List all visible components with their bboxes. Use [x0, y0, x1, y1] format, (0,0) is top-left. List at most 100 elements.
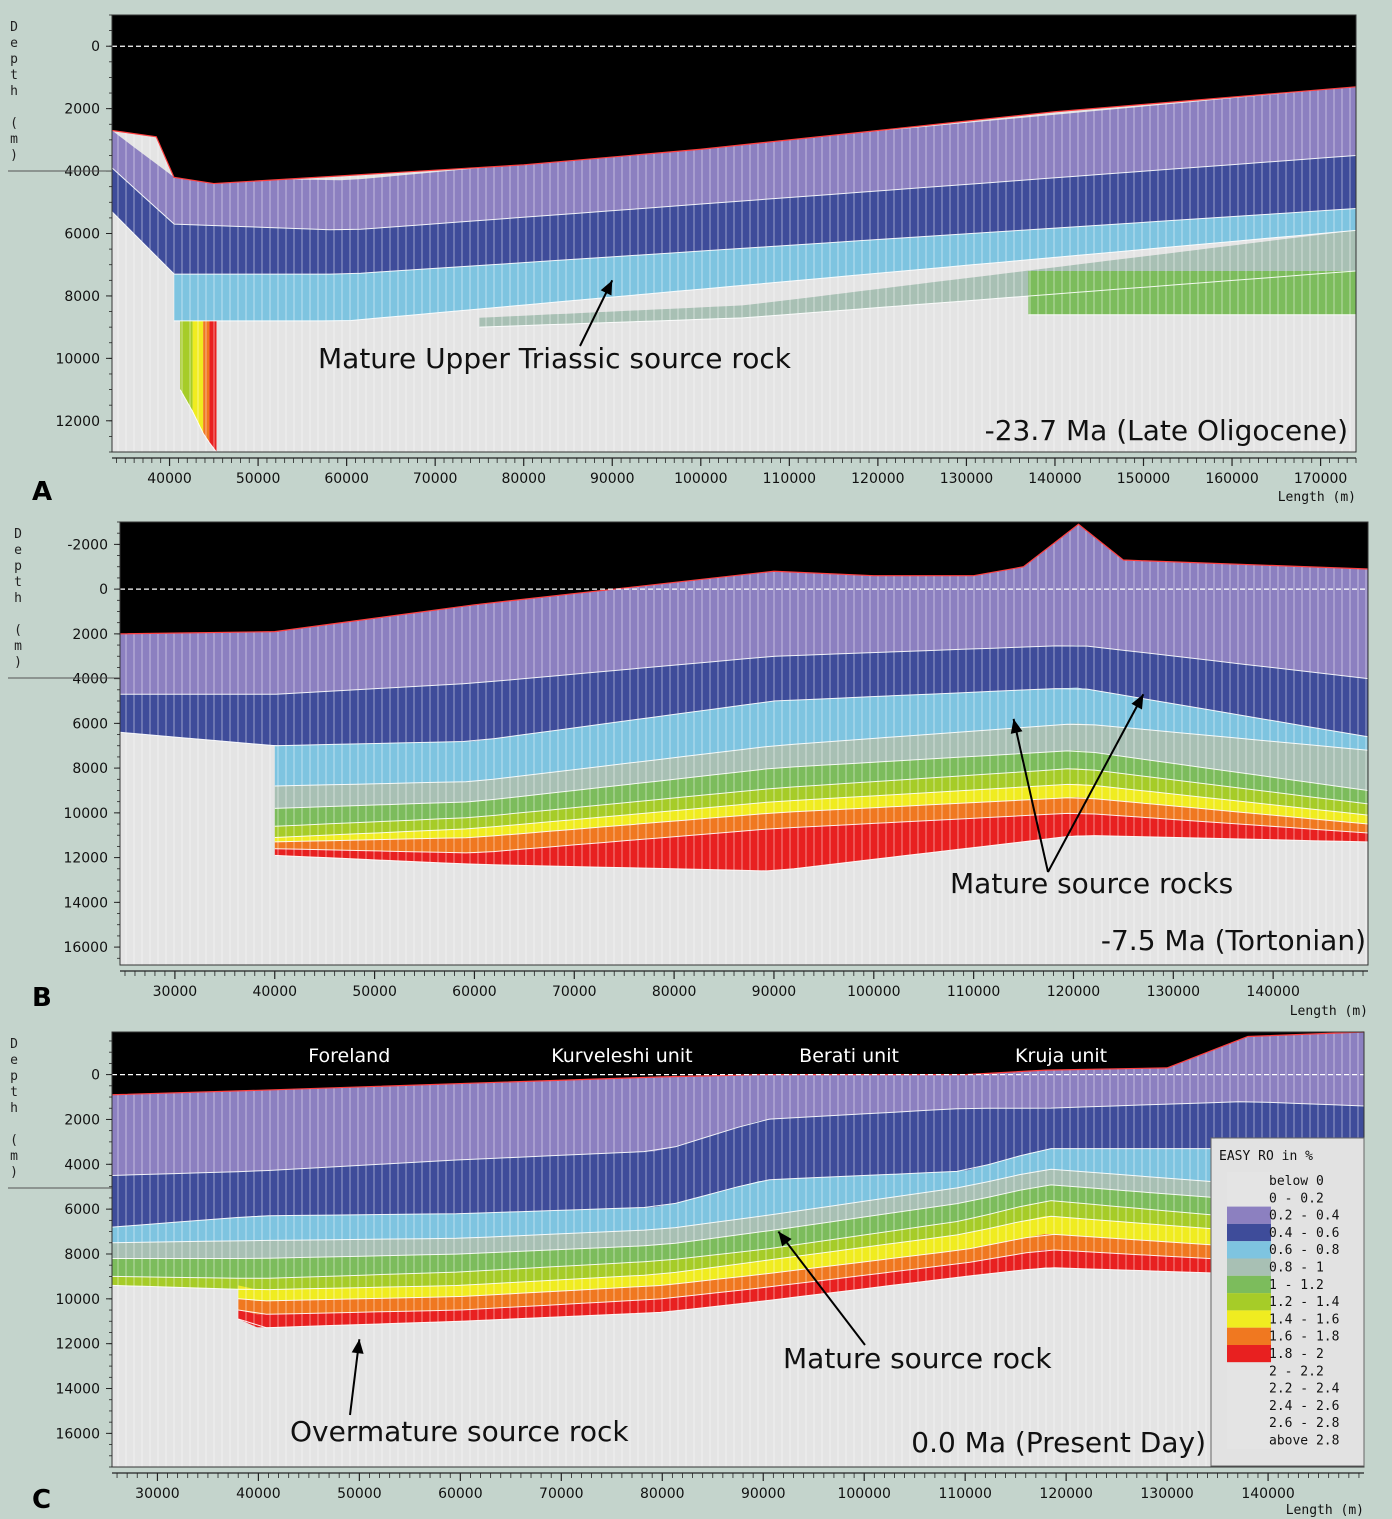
- panel-a-surface-line: [111, 86, 1357, 185]
- x-tick-label: 50000: [236, 471, 281, 487]
- panel-c-layer-14-16: [238, 1216, 1365, 1301]
- panel-b-surface-line: [119, 523, 1369, 635]
- y-axis-label-char: ): [10, 1165, 18, 1180]
- x-tick-label: 90000: [741, 1486, 786, 1502]
- y-tick-label: 0: [91, 1068, 100, 1084]
- y-axis-label-char: ): [14, 655, 22, 670]
- x-tick-label: 70000: [539, 1486, 584, 1502]
- x-tick-label: 110000: [763, 471, 816, 487]
- legend-swatch: [1227, 1275, 1271, 1294]
- x-tick-label: 40000: [252, 984, 297, 1000]
- x-tick-label: 60000: [438, 1486, 483, 1502]
- layer-boundary: [111, 1101, 1365, 1176]
- panel-b: -200002000400060008000100001200014000160…: [8, 521, 1369, 1019]
- layer-boundary: [274, 750, 1369, 809]
- y-axis-label-char: D: [10, 1037, 18, 1052]
- x-tick-label: 70000: [552, 984, 597, 1000]
- y-axis-label-char: m: [10, 132, 18, 147]
- panel-a-letter: A: [32, 477, 52, 507]
- legend-entry-label: 1.2 - 1.4: [1269, 1295, 1340, 1310]
- y-tick-label: 10000: [55, 351, 100, 367]
- legend-entry-label: 0 - 0.2: [1269, 1191, 1324, 1206]
- layer-boundary: [111, 1145, 1365, 1228]
- y-axis-label-char: e: [14, 543, 22, 558]
- panel-a-layer-12-14: [180, 320, 193, 412]
- layer-boundary: [479, 270, 1357, 328]
- panel-c-layer-12-14: [112, 1200, 1364, 1290]
- panel-c-layer-08-1: [112, 1169, 1364, 1259]
- panel-c-letter: C: [32, 1485, 51, 1515]
- x-tick-label: 130000: [940, 471, 993, 487]
- y-tick-label: 2000: [72, 627, 108, 643]
- panel-c-layer-16-18: [238, 1234, 1365, 1315]
- panel-b-layer-1-12: [274, 750, 1368, 827]
- annotation-arrow: [1012, 718, 1049, 873]
- panel-a-sky-overlay: [112, 15, 1356, 184]
- panel-b-layer-16-18: [274, 797, 1368, 854]
- legend-swatch: [1227, 1206, 1271, 1224]
- y-tick-label: 8000: [64, 1247, 100, 1263]
- annotation-arrowhead: [1131, 694, 1144, 710]
- legend-swatch: [1227, 1310, 1271, 1328]
- legend-swatch: [1227, 1396, 1271, 1415]
- y-tick-label: 16000: [55, 1426, 100, 1442]
- y-tick-label: 10000: [63, 806, 108, 822]
- panel-c: 0200040006000800010000120001400016000Dep…: [8, 1031, 1365, 1518]
- y-axis-label-char: t: [10, 68, 18, 83]
- annotation-arrowhead: [1010, 718, 1023, 734]
- legend-entry-label: 2 - 2.2: [1269, 1364, 1324, 1379]
- legend-swatch: [1227, 1345, 1271, 1363]
- y-tick-label: 16000: [63, 940, 108, 956]
- x-tick-label: 140000: [1028, 471, 1081, 487]
- layer-boundary: [111, 1200, 1365, 1279]
- legend-entry-label: 0.4 - 0.6: [1269, 1226, 1339, 1241]
- legend-entry-label: 1 - 1.2: [1269, 1278, 1324, 1293]
- unit-label: Kruja unit: [1015, 1045, 1107, 1067]
- panel-b-layer-18-2: [274, 813, 1368, 871]
- x-tick-label: 90000: [752, 984, 797, 1000]
- panel-b-layer-06-08: [274, 687, 1368, 786]
- legend-swatch: [1227, 1223, 1271, 1242]
- legend-title: EASY RO in %: [1219, 1149, 1313, 1164]
- x-tick-label: 30000: [135, 1486, 180, 1502]
- panel-b-layer-08-1: [274, 723, 1368, 809]
- x-tick-label: 100000: [837, 1486, 890, 1502]
- x-tick-label: 40000: [236, 1486, 281, 1502]
- legend-swatch: [1227, 1189, 1271, 1207]
- legend-swatch: [1227, 1414, 1271, 1432]
- panel-a-layer-06-08: [174, 208, 1356, 321]
- layer-boundary: [238, 1233, 1365, 1302]
- y-axis-label-char: ): [10, 148, 18, 163]
- y-tick-label: 4000: [64, 1157, 100, 1173]
- y-tick-label: 4000: [72, 672, 108, 688]
- y-axis-label-char: h: [14, 591, 22, 606]
- x-tick-label: 50000: [337, 1486, 382, 1502]
- panel-a-time-title: -23.7 Ma (Late Oligocene): [985, 414, 1348, 447]
- panel-c-layer-02-04: [112, 1032, 1364, 1176]
- y-tick-label: 0: [99, 582, 108, 598]
- x-tick-label: 30000: [153, 984, 198, 1000]
- legend-entry-label: 0.6 - 0.8: [1269, 1243, 1339, 1258]
- y-axis-label-char: h: [10, 84, 18, 99]
- panel-c-sky-overlay: [112, 1032, 1364, 1095]
- layer-boundary: [238, 1267, 1365, 1329]
- y-tick-label: 12000: [55, 1337, 100, 1353]
- legend-swatch: [1227, 1327, 1271, 1345]
- layer-boundary: [119, 688, 1369, 747]
- y-axis-label-char: p: [14, 559, 22, 574]
- layer-boundary: [111, 208, 1357, 275]
- x-tick-label: 130000: [1147, 984, 1200, 1000]
- annotation-arrow: [1047, 693, 1145, 873]
- panel-b-mesh: [119, 522, 1369, 965]
- y-axis-label-char: D: [14, 527, 22, 542]
- x-tick-label: 120000: [1047, 984, 1100, 1000]
- legend-entry-label: 2.6 - 2.8: [1269, 1416, 1339, 1431]
- x-tick-label: 170000: [1294, 471, 1347, 487]
- legend-entry-label: above 2.8: [1269, 1434, 1339, 1449]
- legend: EASY RO in %below 00 - 0.20.2 - 0.40.4 -…: [1210, 1137, 1365, 1467]
- y-axis-label-char: p: [10, 52, 18, 67]
- x-tick-label: 70000: [413, 471, 458, 487]
- layer-boundary: [192, 411, 204, 434]
- y-axis-label-char: p: [10, 1069, 18, 1084]
